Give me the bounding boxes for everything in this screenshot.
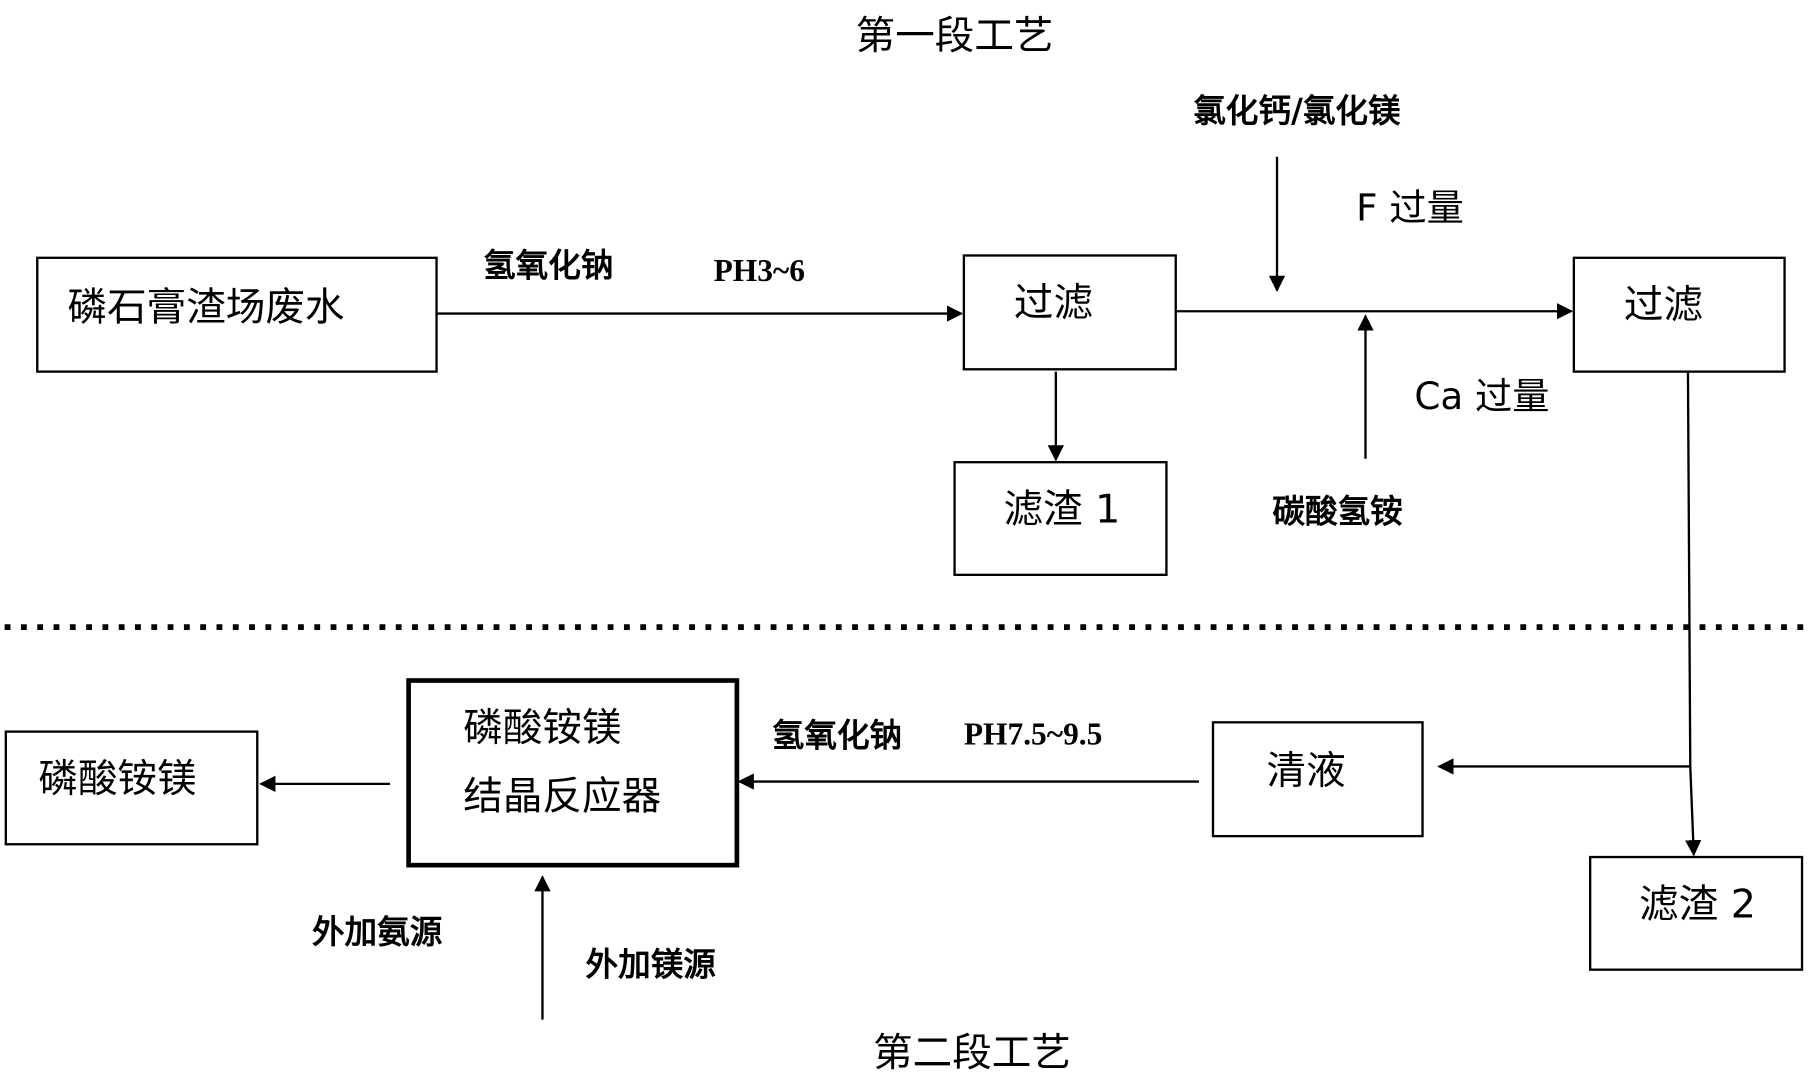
residue2-label: 滤渣 2 [1639,881,1756,927]
external-magnesium-label: 外加镁源 [586,946,717,984]
ca-excess-label: Ca 过量 [1414,374,1549,418]
residue1-label: 滤渣 1 [1003,487,1120,533]
product-label: 磷酸铵镁 [38,756,196,802]
ph-stage1-label: PH3~6 [714,253,805,288]
filter1-label: 过滤 [1014,280,1093,326]
f-excess-label: F 过量 [1356,186,1464,230]
product-box [4,730,259,846]
residue2-box [1589,855,1804,971]
filter1-box [962,254,1177,371]
wastewater-label: 磷石膏渣场废水 [68,285,345,331]
stage2-title: 第二段工艺 [873,1030,1071,1076]
ammonium-bicarbonate-label: 碳酸氢铵 [1272,493,1402,531]
cacl-mgcl-label: 氯化钙/氯化镁 [1193,92,1401,130]
reactor-label-line1: 磷酸铵镁 [463,705,621,751]
reactor-box [406,678,740,868]
ph-stage2-label: PH7.5~9.5 [964,716,1102,751]
naoh-stage1-label: 氢氧化钠 [483,246,613,284]
residue1-box [953,461,1168,576]
clear-liquid-label: 清液 [1267,748,1346,794]
external-nitrogen-label: 外加氨源 [312,913,443,951]
filter2-box [1572,256,1786,373]
stage1-title: 第一段工艺 [856,13,1054,59]
reactor-label-line2: 结晶反应器 [463,773,661,819]
wastewater-box [36,256,438,373]
line-filter2-down [1686,371,1692,767]
clear-liquid-box [1211,721,1424,838]
naoh-stage2-label: 氢氧化钠 [772,717,902,755]
filter2-label: 过滤 [1624,282,1703,328]
arrow-to-residue2 [1685,766,1702,857]
